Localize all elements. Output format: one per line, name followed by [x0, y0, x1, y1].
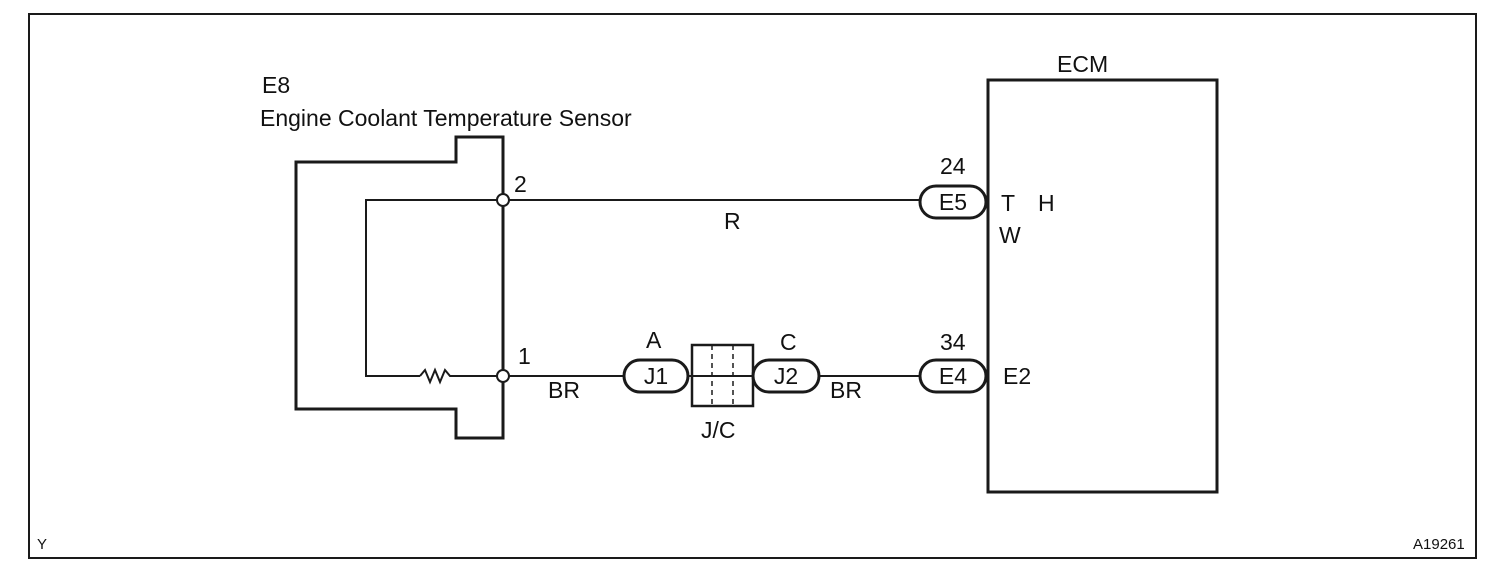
connector-e5	[918, 184, 988, 220]
footer-left-code: Y	[37, 536, 47, 553]
sensor-id: E8	[262, 72, 290, 98]
e5-pin-number: 24	[940, 153, 966, 179]
figure-id: A19261	[1413, 536, 1465, 553]
sensor-pin-2-terminal	[496, 193, 510, 207]
thermistor-resistor	[419, 367, 503, 385]
e4-pin-number: 34	[940, 329, 966, 355]
junction-label: J/C	[701, 417, 736, 443]
connector-e5-label: E5	[939, 189, 967, 215]
ecm-box	[986, 78, 1219, 494]
sensor-housing	[294, 135, 505, 440]
sensor-name: Engine Coolant Temperature Sensor	[260, 105, 632, 131]
j1-side-label: A	[646, 327, 662, 353]
sensor-internal-wire	[365, 199, 503, 377]
ecm-thw-h: H	[1038, 190, 1055, 216]
sensor-pin-2-label: 2	[514, 171, 527, 197]
connector-e4	[918, 358, 988, 394]
sensor-pin-1-terminal	[496, 369, 510, 383]
wire-r-color: R	[724, 208, 741, 234]
j2-side-label: C	[780, 329, 797, 355]
ecm-thw-w: W	[999, 222, 1021, 248]
wire-br-left-color: BR	[548, 377, 580, 403]
sensor-pin-1-label: 1	[518, 343, 531, 369]
diagram-frame	[28, 13, 1477, 559]
ecm-thw-t: T	[1001, 190, 1015, 216]
connector-e4-label: E4	[939, 363, 967, 389]
wire-br-right-color: BR	[830, 377, 862, 403]
connector-j2-label: J2	[774, 363, 798, 389]
ecm-e2-label: E2	[1003, 363, 1031, 389]
connector-j1-label: J1	[644, 363, 668, 389]
ecm-label: ECM	[1057, 51, 1108, 77]
